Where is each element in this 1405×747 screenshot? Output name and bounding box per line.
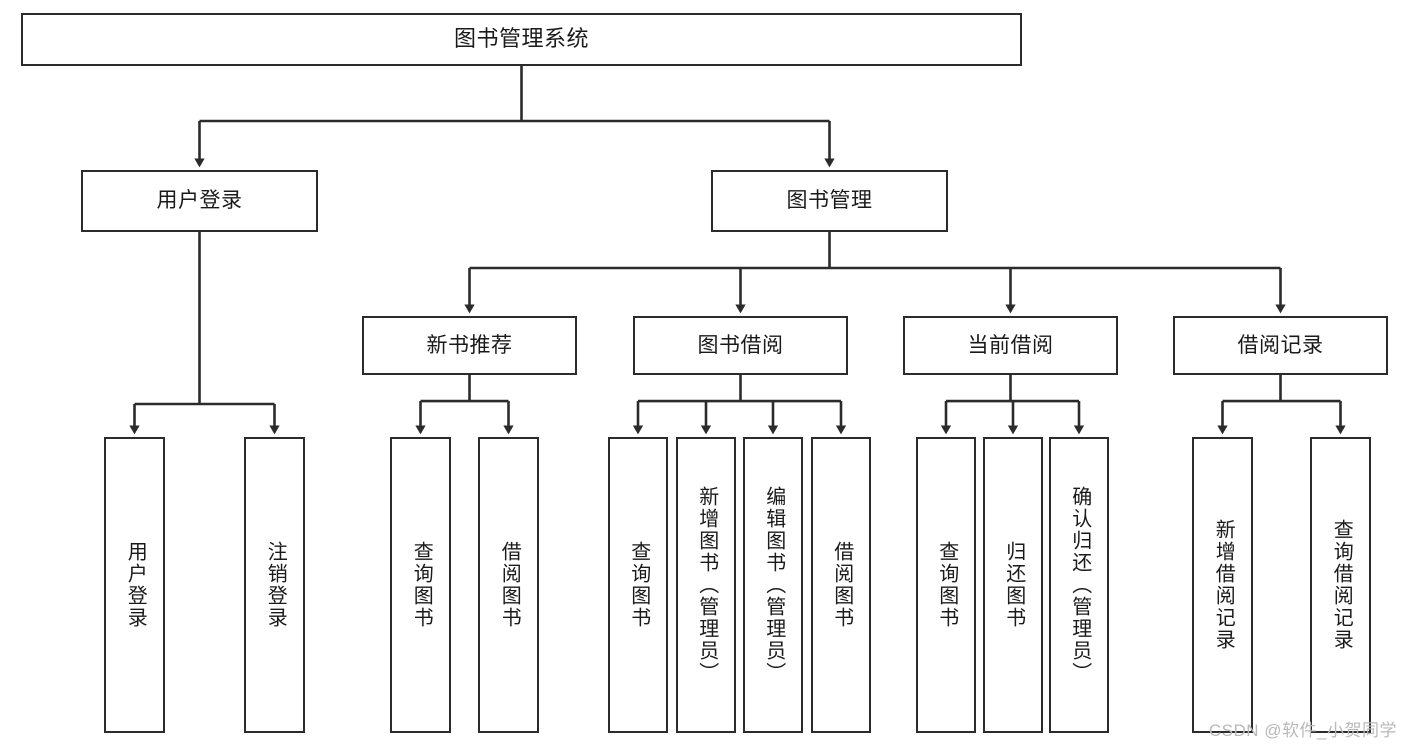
node-borrow-record[interactable]: 借阅记录 [1173,316,1388,375]
node-label: 图书管理系统 [453,26,589,52]
node-label: 查询借阅记录 [1330,519,1353,651]
node-user-login[interactable]: 用户登录 [81,170,318,232]
node-leaf-user-login[interactable]: 用户登录 [104,437,165,733]
node-label: 归还图书 [1002,541,1025,629]
node-label: 查询图书 [410,541,433,629]
node-label: 新增图书（管理员） [695,486,718,684]
node-label: 查询图书 [627,541,650,629]
node-root[interactable]: 图书管理系统 [21,13,1022,66]
node-label: 借阅图书 [830,541,853,629]
node-leaf-current-confirm-return[interactable]: 确认归还（管理员） [1049,437,1109,733]
node-label: 查询图书 [935,541,958,629]
node-label: 确认归还（管理员） [1068,486,1091,684]
node-new-book-recommend[interactable]: 新书推荐 [362,316,577,375]
node-leaf-record-add[interactable]: 新增借阅记录 [1192,437,1253,733]
node-book-management[interactable]: 图书管理 [711,170,948,232]
node-label: 编辑图书（管理员） [762,486,785,684]
node-leaf-borrow-borrow-book[interactable]: 借阅图书 [811,437,871,733]
node-label: 借阅记录 [1237,333,1324,357]
node-current-borrow[interactable]: 当前借阅 [903,316,1118,375]
node-label: 借阅图书 [498,541,521,629]
node-label: 新增借阅记录 [1212,519,1235,651]
node-leaf-borrow-query-book[interactable]: 查询图书 [608,437,668,733]
node-label: 注销登录 [264,541,287,629]
watermark: CSDN @软件_小贺同学 [1208,721,1397,740]
node-label: 新书推荐 [426,333,513,357]
node-label: 用户登录 [124,541,147,629]
node-leaf-record-query[interactable]: 查询借阅记录 [1310,437,1371,733]
node-label: 用户登录 [156,189,243,213]
node-leaf-borrow-add-book[interactable]: 新增图书（管理员） [676,437,736,733]
node-label: 图书借阅 [697,333,784,357]
node-leaf-current-query-book[interactable]: 查询图书 [916,437,976,733]
node-leaf-user-logout[interactable]: 注销登录 [244,437,305,733]
node-label: 图书管理 [786,189,873,213]
node-leaf-rec-borrow-book[interactable]: 借阅图书 [478,437,539,733]
node-book-borrow[interactable]: 图书借阅 [633,316,848,375]
node-leaf-borrow-edit-book[interactable]: 编辑图书（管理员） [743,437,803,733]
node-leaf-rec-query-book[interactable]: 查询图书 [390,437,451,733]
node-label: 当前借阅 [967,333,1054,357]
node-leaf-current-return-book[interactable]: 归还图书 [983,437,1043,733]
